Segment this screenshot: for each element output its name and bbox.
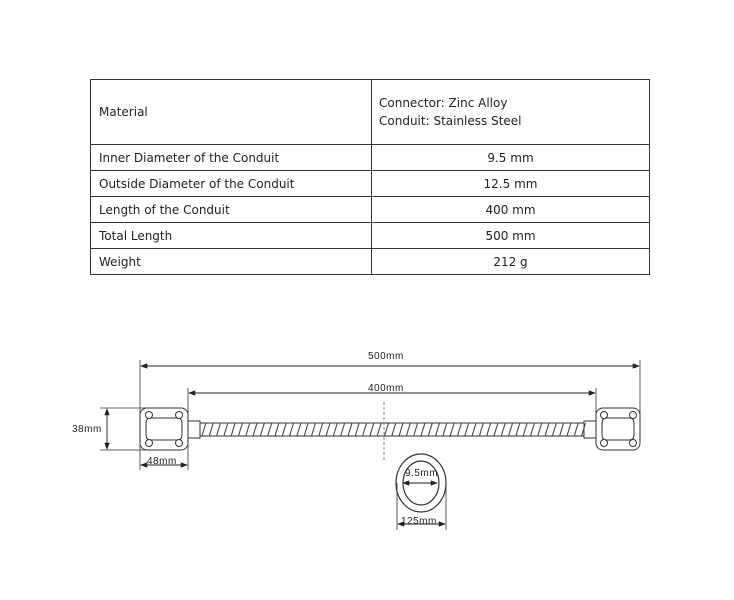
- connector-width-label: 48mm: [147, 456, 177, 467]
- conduit-ridge: [522, 422, 528, 437]
- conduit-ridge: [281, 422, 287, 437]
- conduit-ridge: [449, 422, 455, 437]
- conduit-ridge: [259, 422, 265, 437]
- conduit-ridge: [296, 422, 302, 437]
- conduit-ridge: [581, 422, 587, 437]
- conduit-ridge: [325, 422, 331, 437]
- conduit-ridge: [478, 422, 484, 437]
- conduit-ridge: [216, 422, 222, 437]
- material-connector: Connector: Zinc Alloy: [379, 96, 508, 110]
- conduit-ridge: [435, 422, 441, 437]
- spec-value: 9.5 mm: [371, 144, 650, 171]
- conduit-ridge: [237, 422, 244, 437]
- conduit-ridge: [420, 422, 426, 437]
- cross-section: [395, 453, 447, 513]
- right-connector: [583, 407, 641, 451]
- conduit-ridge: [566, 422, 572, 437]
- conduit-ridge: [201, 422, 207, 437]
- conduit-ridge: [303, 422, 309, 437]
- conduit-ridge: [464, 422, 470, 437]
- conduit-ridge: [456, 422, 463, 437]
- conduit-ridge: [493, 422, 499, 437]
- connector-height-label: 38mm: [72, 424, 102, 435]
- conduit-ridge: [413, 422, 419, 437]
- conduit-ridge: [340, 422, 346, 437]
- conduit-length-label: 400mm: [368, 383, 404, 394]
- conduit-ridge: [318, 422, 324, 437]
- table-row: Material Connector: Zinc Alloy Conduit: …: [90, 79, 650, 145]
- total-length-label: 500mm: [368, 351, 404, 362]
- conduit: [199, 422, 587, 437]
- conduit-ridge: [391, 422, 397, 437]
- conduit-ridge: [383, 422, 390, 437]
- conduit-ridge: [274, 422, 280, 437]
- conduit-ridge: [515, 422, 521, 437]
- conduit-ridge: [529, 422, 536, 437]
- conduit-ridge: [427, 422, 433, 437]
- spec-value: 212 g: [371, 248, 650, 275]
- conduit-ridge: [500, 422, 506, 437]
- conduit-ridge: [573, 422, 579, 437]
- conduit-ridge: [442, 422, 448, 437]
- conduit-ridge: [471, 422, 477, 437]
- conduit-ridge: [245, 422, 251, 437]
- spec-label: Material: [90, 79, 372, 145]
- material-conduit: Conduit: Stainless Steel: [379, 114, 522, 128]
- conduit-ridge: [289, 422, 295, 437]
- conduit-ridge: [310, 422, 317, 437]
- conduit-ridge: [354, 422, 360, 437]
- conduit-ridge: [230, 422, 236, 437]
- conduit-ridge: [347, 422, 353, 437]
- spec-label: Weight: [90, 248, 372, 275]
- spec-label: Length of the Conduit: [90, 196, 372, 223]
- conduit-ridge: [208, 422, 214, 437]
- left-connector: [139, 407, 201, 451]
- conduit-ridge: [369, 422, 375, 437]
- conduit-ridge: [362, 422, 368, 437]
- conduit-ridge: [544, 422, 550, 437]
- conduit-ridge: [551, 422, 557, 437]
- conduit-ridge: [252, 422, 258, 437]
- outer-diameter-label: 125mm: [401, 516, 437, 527]
- conduit-ridge: [559, 422, 565, 437]
- conduit-ridge: [508, 422, 514, 437]
- spec-value: 500 mm: [371, 222, 650, 249]
- conduit-ridge: [376, 422, 382, 437]
- conduit-ridge: [537, 422, 543, 437]
- conduit-ridge: [486, 422, 492, 437]
- conduit-ridge: [267, 422, 273, 437]
- conduit-ridge: [398, 422, 404, 437]
- conduit-ridge: [332, 422, 338, 437]
- spec-label: Inner Diameter of the Conduit: [90, 144, 372, 171]
- spec-value: 400 mm: [371, 196, 650, 223]
- conduit-ridge: [223, 422, 229, 437]
- spec-value: Connector: Zinc Alloy Conduit: Stainless…: [371, 79, 650, 145]
- conduit-ridge: [405, 422, 411, 437]
- inner-diameter-label: 9.5mm: [405, 468, 438, 479]
- spec-table: Material Connector: Zinc Alloy Conduit: …: [90, 79, 650, 275]
